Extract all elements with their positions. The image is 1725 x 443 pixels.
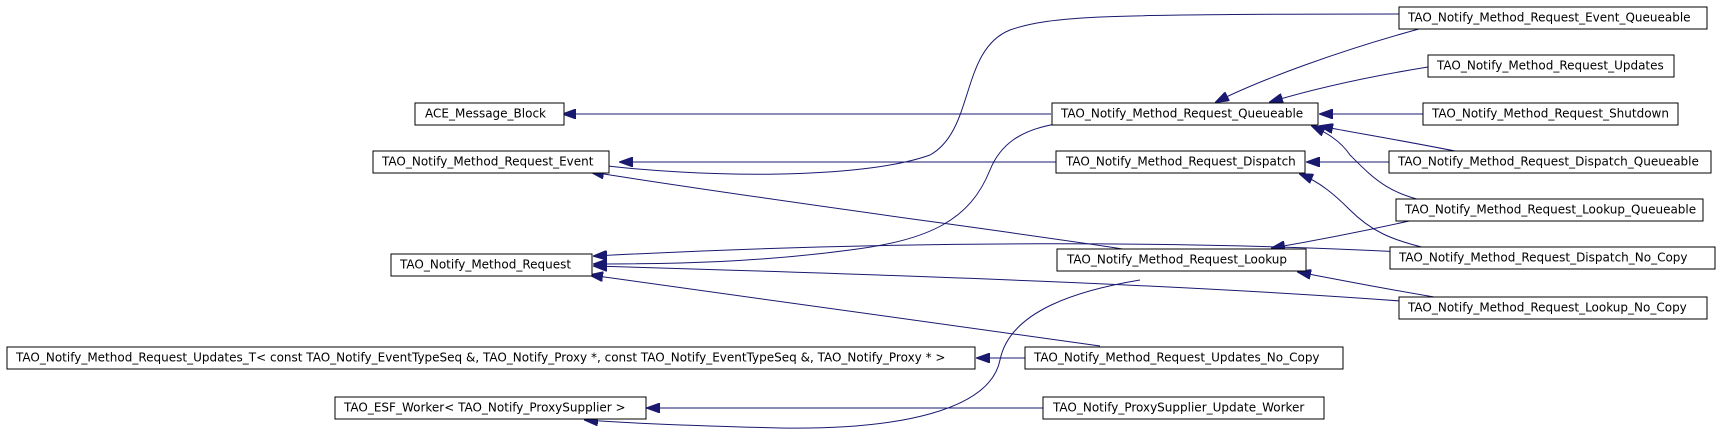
node-label: TAO_Notify_Method_Request — [399, 258, 571, 272]
node-event-queueable[interactable]: TAO_Notify_Method_Request_Event_Queueabl… — [1398, 6, 1708, 30]
node-label: TAO_Notify_Method_Request_Updates — [1436, 59, 1664, 73]
edge-queueable-to-method-request — [594, 123, 1057, 264]
node-label: TAO_Notify_Method_Request_Dispatch — [1065, 155, 1296, 169]
edge-lookup-to-esf-worker — [585, 279, 1141, 429]
node-label: TAO_Notify_Method_Request_Lookup_No_Copy — [1407, 301, 1687, 315]
node-update-worker[interactable]: TAO_Notify_ProxySupplier_Update_Worker — [1042, 396, 1325, 420]
node-label: TAO_Notify_Method_Request_Updates_No_Cop… — [1033, 351, 1320, 365]
node-label: TAO_Notify_Method_Request_Updates_T< con… — [15, 351, 945, 365]
node-esf-worker[interactable]: TAO_ESF_Worker< TAO_Notify_ProxySupplier… — [334, 396, 647, 420]
edge-updates-no-copy-to-method-request — [590, 275, 1101, 347]
edge-event-queueable-to-queueable — [1216, 25, 1431, 102]
edge-dispatch-no-copy-to-method-request — [594, 243, 1441, 256]
edge-updates-to-queueable — [1270, 66, 1429, 102]
node-label: TAO_Notify_Method_Request_Shutdown — [1431, 107, 1669, 121]
edge-event-queueable-to-method-request-event — [591, 13, 1401, 175]
edge-lookup-no-copy-to-lookup — [1298, 272, 1441, 299]
edge-dispatch-queueable-to-queueable — [1320, 126, 1461, 153]
node-label: TAO_Notify_ProxySupplier_Update_Worker — [1052, 401, 1304, 415]
node-label: TAO_Notify_Method_Request_Event_Queueabl… — [1407, 11, 1691, 25]
node-dispatch-queueable[interactable]: TAO_Notify_Method_Request_Dispatch_Queue… — [1388, 150, 1712, 174]
node-lookup-queueable[interactable]: TAO_Notify_Method_Request_Lookup_Queueab… — [1395, 198, 1704, 222]
node-label: TAO_Notify_Method_Request_Lookup_Queueab… — [1404, 203, 1696, 217]
node-label: ACE_Message_Block — [425, 107, 546, 121]
edge-lookup-no-copy-to-method-request — [594, 266, 1441, 305]
edge-lookup-queueable-to-queueable — [1312, 126, 1441, 205]
node-lookup-no-copy[interactable]: TAO_Notify_Method_Request_Lookup_No_Copy — [1398, 296, 1708, 320]
node-label: TAO_ESF_Worker< TAO_Notify_ProxySupplier… — [343, 401, 626, 415]
node-label: TAO_Notify_Method_Request_Dispatch_No_Co… — [1398, 251, 1688, 265]
node-method-request-event[interactable]: TAO_Notify_Method_Request_Event — [372, 150, 610, 174]
node-label: TAO_Notify_Method_Request_Event — [381, 155, 594, 169]
node-queueable[interactable]: TAO_Notify_Method_Request_Queueable — [1051, 102, 1319, 126]
node-updates-t[interactable]: TAO_Notify_Method_Request_Updates_T< con… — [6, 346, 976, 370]
node-shutdown[interactable]: TAO_Notify_Method_Request_Shutdown — [1422, 102, 1679, 126]
node-method-request[interactable]: TAO_Notify_Method_Request — [390, 253, 593, 277]
node-label: TAO_Notify_Method_Request_Queueable — [1060, 107, 1303, 121]
node-label: TAO_Notify_Method_Request_Dispatch_Queue… — [1397, 155, 1699, 169]
node-updates-no-copy[interactable]: TAO_Notify_Method_Request_Updates_No_Cop… — [1024, 346, 1344, 370]
node-dispatch[interactable]: TAO_Notify_Method_Request_Dispatch — [1055, 150, 1306, 174]
edge-lookup-to-method-request-event — [591, 172, 1131, 251]
edge-dispatch-no-copy-to-dispatch — [1300, 174, 1431, 250]
node-lookup[interactable]: TAO_Notify_Method_Request_Lookup — [1056, 248, 1307, 272]
node-label: TAO_Notify_Method_Request_Lookup — [1066, 253, 1287, 267]
node-updates[interactable]: TAO_Notify_Method_Request_Updates — [1427, 54, 1675, 78]
node-ace-message-block[interactable]: ACE_Message_Block — [414, 102, 565, 126]
node-dispatch-no-copy[interactable]: TAO_Notify_Method_Request_Dispatch_No_Co… — [1389, 246, 1716, 270]
